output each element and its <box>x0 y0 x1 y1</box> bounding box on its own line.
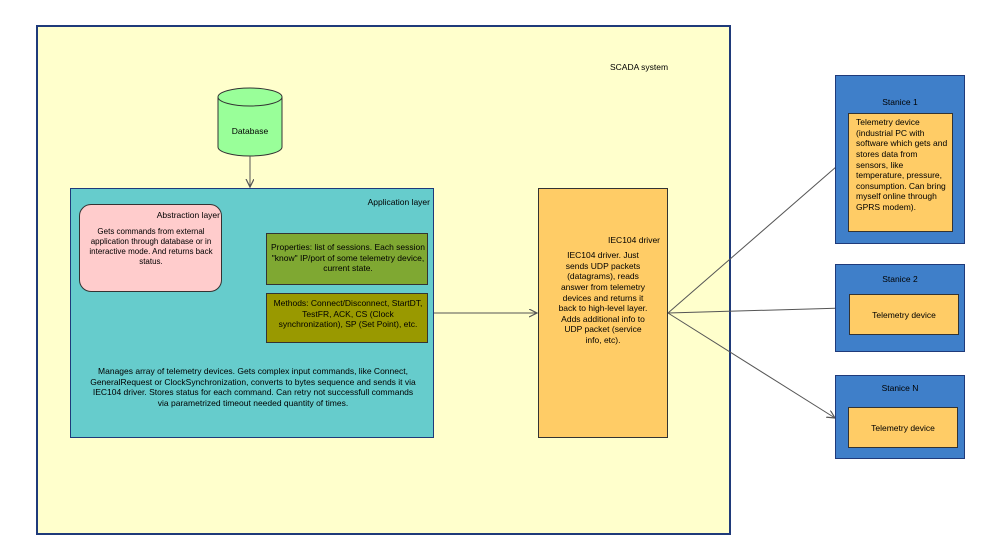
station-2-title: Stanice 2 <box>882 274 918 284</box>
scada-system-title: SCADA system <box>610 62 669 72</box>
application-layer-description: Manages array of telemetry devices. Gets… <box>90 366 416 408</box>
station-1-device-text: Telemetry device (industrial PC with sof… <box>856 117 948 212</box>
methods-box <box>266 293 428 343</box>
station-2-device-text: Telemetry device <box>872 310 936 320</box>
database-label: Database <box>231 126 269 136</box>
application-layer-title: Application layer <box>367 197 430 207</box>
station-n-device-text: Telemetry device <box>871 423 935 433</box>
iec104-driver-title: IEC104 driver <box>608 235 660 245</box>
iec104-driver-description: IEC104 driver. Just sends UDP packets (d… <box>558 250 648 345</box>
station-1-device-box <box>848 113 953 232</box>
iec104-driver-box <box>538 188 668 438</box>
properties-text: Properties: list of sessions. Each sessi… <box>270 242 425 274</box>
abstraction-layer-box <box>79 204 222 292</box>
station-n-title: Stanice N <box>881 383 919 393</box>
properties-box <box>266 233 428 285</box>
station-2-device-box <box>849 294 959 335</box>
methods-text: Methods: Connect/Disconnect, StartDT, Te… <box>273 298 423 330</box>
station-n-device-box <box>848 407 958 448</box>
abstraction-layer-title: Abstraction layer <box>156 210 220 220</box>
station-1-title: Stanice 1 <box>882 97 918 107</box>
abstraction-layer-description: Gets commands from external application … <box>89 227 213 266</box>
